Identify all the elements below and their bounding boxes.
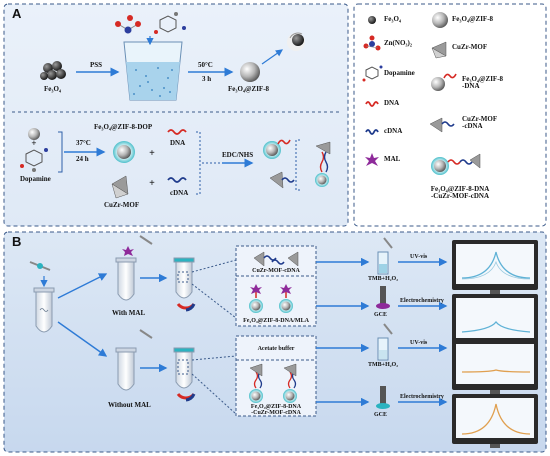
tmb-label-lower: TMB+H₂O₂: [368, 362, 399, 368]
gce-label-lower: GCE: [374, 412, 388, 418]
legend-frame: [353, 3, 547, 227]
legend-cdna: cDNA: [384, 127, 403, 135]
gce-electrode-lower: [376, 386, 390, 409]
gce-electrode-upper: [376, 286, 390, 309]
tmb-cuvette-lower: [377, 323, 393, 361]
dna-label: DNA: [170, 139, 186, 147]
panel-a-frame: [3, 3, 349, 227]
dopamine-molecule-2: [20, 148, 48, 172]
lower-box-label-2: Fe₃O₄@ZIF-8-DNA -CuZr-MOF-cDNA: [250, 404, 302, 417]
legend-complex: Fe₃O₄@ZIF-8-DNA -CuZr-MOF-cDNA: [430, 185, 490, 201]
lower-box-label-1: Acetate buffer: [257, 346, 295, 352]
cuzr-mof-label: CuZr-MOF: [104, 201, 140, 209]
ec-label-upper: Electrochemistry: [400, 298, 444, 304]
fe3o4-zif8-product-label: Fe₃O₄@ZIF-8: [228, 85, 270, 93]
cuzr-mof-particle: [111, 175, 129, 199]
zoom-line-u2: [191, 283, 237, 319]
svg-text:+: +: [149, 148, 155, 159]
legend-fe3o4-zif8-dna: Fe₃O₄@ZIF-8 -DNA: [462, 75, 504, 91]
upper-box-label-2: Fe₃O₄@ZIF-8-DNA/MLA: [243, 318, 309, 324]
fe3o4-zif8-reactant: [28, 128, 40, 140]
panel-a-label: A: [12, 6, 22, 21]
without-mal-label: Without MAL: [108, 401, 151, 409]
pss-label: PSS: [90, 61, 103, 69]
dopamine-molecule: [154, 12, 186, 34]
upper-box-label-1: CuZr-MOF-cDNA: [252, 268, 300, 274]
magnified-particle-icon: [287, 32, 305, 51]
ec-label-lower: Electrochemistry: [400, 394, 444, 400]
legend-cuzr-mof: CuZr-MOF: [452, 43, 488, 51]
fe3o4-label: Fe₃O₄: [44, 85, 62, 93]
legend-dna: DNA: [384, 99, 400, 107]
time-label-1: 3 h: [202, 75, 212, 83]
monitor-4: [452, 394, 538, 448]
dna-strand: [167, 129, 187, 135]
svg-text:+: +: [31, 138, 36, 148]
gce-label-upper: GCE: [374, 312, 388, 318]
time-label-2: 24 h: [76, 155, 89, 163]
pipette-icon: [29, 261, 51, 271]
without-mal-arrow: [57, 321, 108, 357]
with-mal-tube: [115, 235, 153, 301]
zoom-arrow: [261, 49, 283, 65]
complex-small: [315, 141, 331, 187]
monitor-2: [452, 294, 538, 348]
legend-zn: Zn(NO₃)₂: [384, 39, 412, 47]
uvvis-label-upper: UV-vis: [410, 254, 428, 260]
legend-cuzr-mof-cdna: CuZr-MOF -cDNA: [462, 115, 498, 131]
product-bracket: [295, 139, 300, 191]
legend-fe3o4: Fe₃O₄: [384, 15, 402, 23]
monitor-3: [452, 340, 538, 394]
dopamine-label: Dopamine: [20, 175, 51, 183]
conjugate-products: [263, 139, 295, 189]
upper-detail-icons: [249, 251, 299, 313]
zoom-line-l1: [191, 355, 237, 361]
lower-detail-box: [235, 335, 317, 417]
temp-label-1: 50°C: [198, 61, 213, 69]
fe3o4-zif8-dop-label: Fe₃O₄@ZIF-8-DOP: [94, 123, 153, 131]
temp-label-2: 37°C: [76, 139, 91, 147]
svg-text:+: +: [149, 178, 155, 189]
with-mal-label: With MAL: [112, 309, 146, 317]
upper-detail-box: [235, 245, 317, 327]
legend-dopamine: Dopamine: [384, 69, 415, 77]
with-mal-arrow: [57, 273, 108, 299]
lower-incubation-tube: [173, 347, 196, 402]
upper-incubation-tube: [173, 257, 196, 312]
tmb-cuvette-upper: [377, 237, 393, 275]
zoom-line-l2: [191, 373, 237, 415]
legend-fe3o4-zif8: Fe₃O₄@ZIF-8: [452, 15, 494, 23]
zn-nitrate-molecule: [115, 15, 141, 34]
panel-b-label: B: [12, 234, 22, 249]
legend-icons: [362, 12, 481, 175]
cdna-strand: [167, 177, 187, 183]
bracket-right: [196, 131, 201, 195]
fe3o4-zif8-particle: [240, 62, 260, 82]
bracket-left: [58, 131, 63, 173]
uvvis-label-lower: UV-vis: [410, 340, 428, 346]
fe3o4-cluster: [40, 61, 66, 80]
fe3o4-zif8-dop-particle: [113, 141, 135, 163]
cdna-label: cDNA: [170, 189, 189, 197]
monitor-1: [452, 240, 538, 294]
sample-tube: [33, 287, 55, 333]
edc-nhs-label: EDC/NHS: [222, 151, 254, 159]
tmb-label-upper: TMB+H₂O₂: [368, 276, 399, 282]
legend-mal: MAL: [384, 155, 401, 163]
without-mal-tube: [115, 329, 153, 391]
beaker-icon: [123, 41, 183, 101]
lower-detail-icons: [249, 363, 297, 403]
